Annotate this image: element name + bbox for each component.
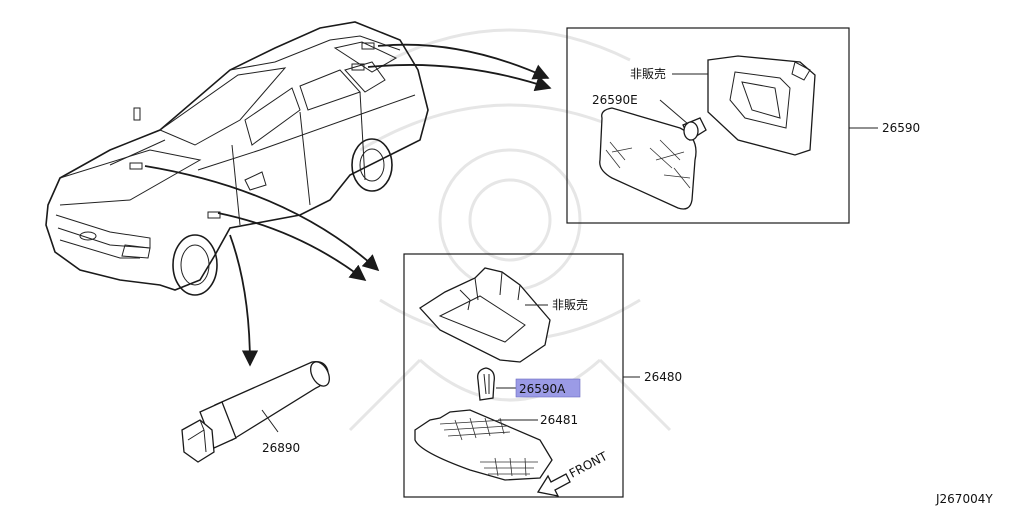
upper-bulb-part-number: 26590E: [592, 93, 638, 107]
upper-detail-box: 非販売 26590E: [566, 27, 878, 224]
upper-lens: [599, 107, 697, 210]
lower-assembly-part-number: 26480: [644, 370, 682, 384]
lower-lens-part-number: 26481: [540, 413, 578, 427]
lower-housing: [419, 267, 551, 363]
watermark-emblem: [348, 28, 672, 432]
lower-bulb-part-number[interactable]: 26590A: [519, 382, 566, 396]
lower-bulb-highlight: [515, 378, 581, 398]
front-direction-arrow-icon: [536, 473, 571, 497]
lower-not-sold-label: 非販売: [552, 297, 588, 312]
upper-not-sold-label: 非販売: [630, 66, 666, 81]
upper-housing: [707, 55, 816, 156]
lower-detail-box: 非販売 26590A 26481: [403, 253, 640, 498]
upper-bulb: [659, 99, 707, 141]
tool-illustration: [181, 361, 330, 463]
front-label: FRONT: [567, 449, 610, 481]
tool-part-number: 26890: [262, 441, 300, 455]
car-illustration: [45, 21, 429, 296]
lower-bulb: [477, 367, 495, 401]
upper-assembly-part-number: 26590: [882, 121, 920, 135]
callout-arrows: [144, 43, 552, 367]
lower-lens: [414, 409, 553, 481]
diagram-id: J267004Y: [935, 492, 993, 506]
